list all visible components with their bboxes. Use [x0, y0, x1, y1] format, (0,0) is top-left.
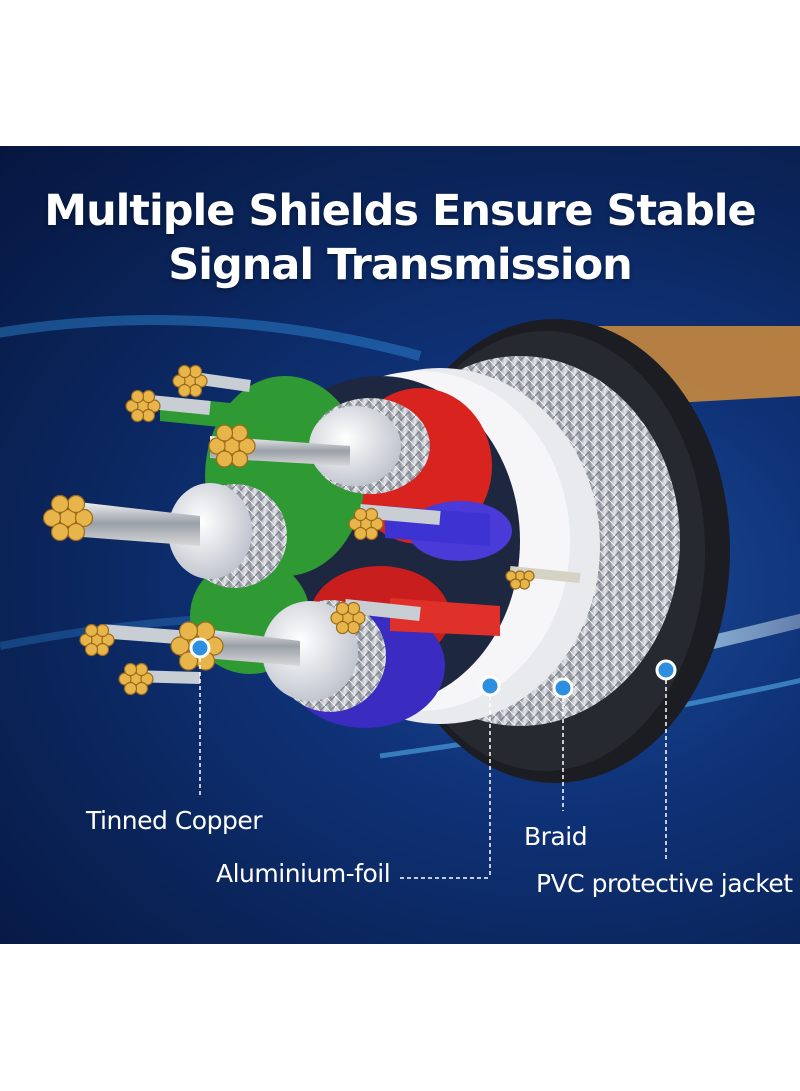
headline-line-2: Signal Transmission	[168, 240, 633, 290]
callout-leaders	[189, 637, 677, 879]
product-banner: Multiple Shields Ensure Stable Signal Tr…	[0, 146, 800, 944]
copper-strand-bundles	[42, 364, 535, 696]
pvc-jacket-marker-icon	[655, 659, 677, 681]
callout-pvc-jacket: PVC protective jacket	[536, 869, 793, 898]
tinned-copper-marker-icon	[189, 637, 211, 659]
core-left	[70, 483, 287, 588]
headline-line-1: Multiple Shields Ensure Stable	[44, 186, 756, 236]
callout-aluminium-foil: Aluminium-foil	[216, 859, 391, 888]
cable-cross-section-illustration	[0, 315, 800, 879]
aluminium-foil-marker-icon	[479, 675, 501, 697]
callout-braid: Braid	[524, 822, 588, 851]
callout-tinned-copper: Tinned Copper	[86, 806, 262, 835]
braid-marker-icon	[552, 677, 574, 699]
